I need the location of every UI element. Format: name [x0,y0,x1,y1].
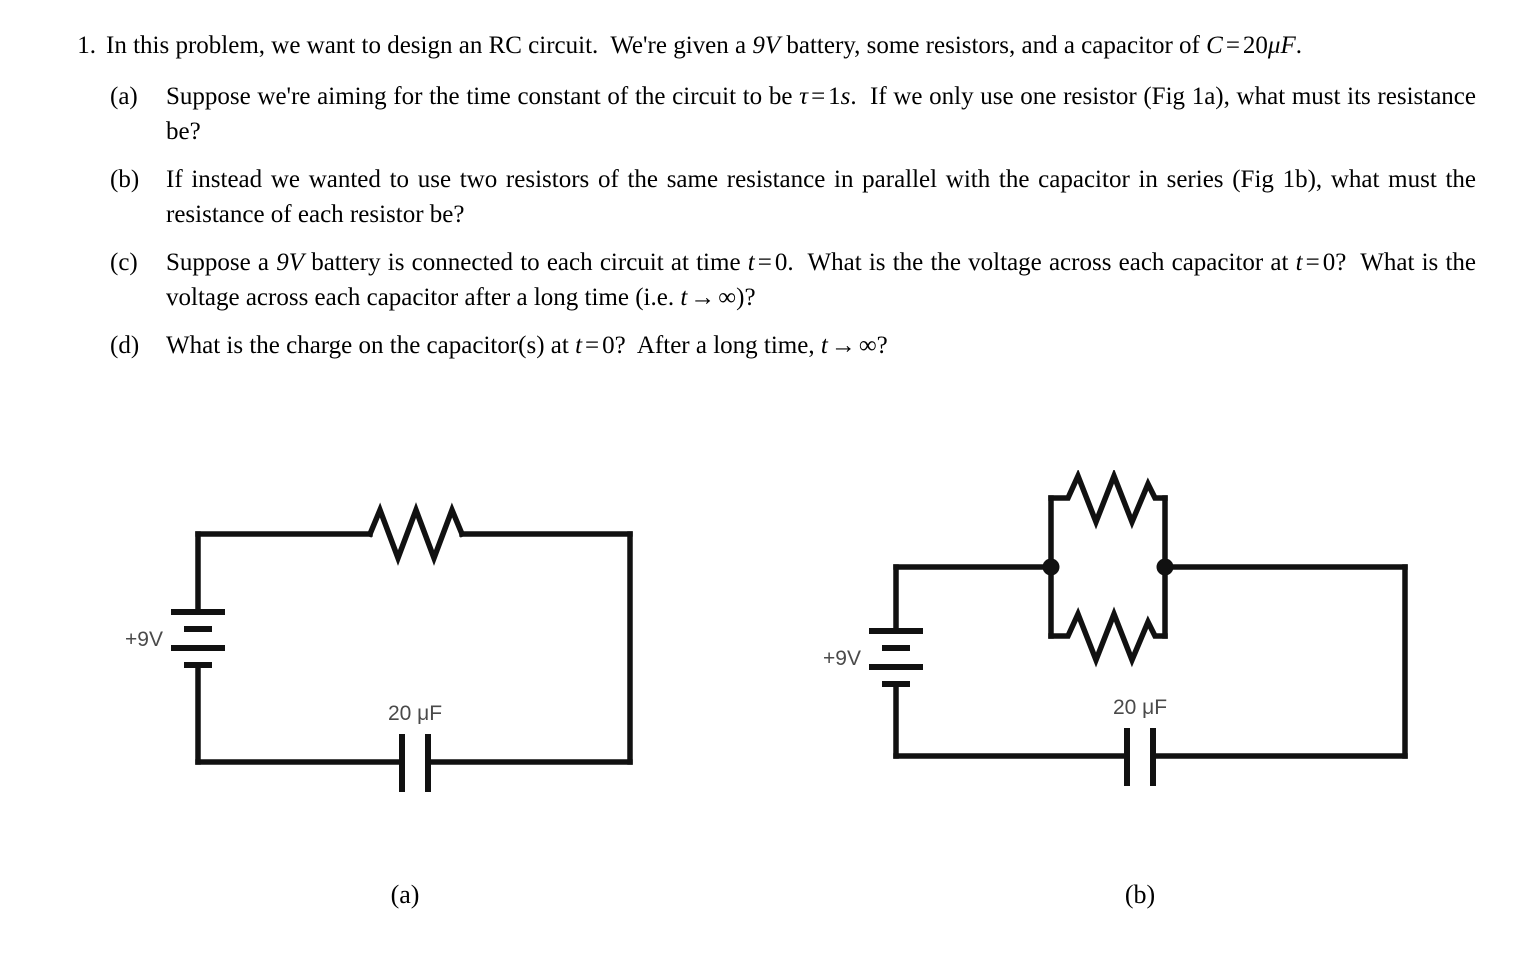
figure-a-caption: (a) [390,880,420,909]
resistor-a [366,502,466,566]
problem-subitems: (a) Suppose we're aiming for the time co… [0,79,1530,363]
battery-label-b: +9V [823,647,861,670]
junction-node-right-b [1156,558,1174,576]
figure-b-caption: (b) [1124,880,1156,909]
circuit-figure-b: 20 μF +9V (b) [800,470,1480,909]
battery-label-a: +9V [125,628,163,651]
figures-row: 20 μF +9V (a) [0,470,1530,964]
resistor-bottom-b [1048,606,1168,668]
math-9v-inline: 9V [752,32,781,59]
capacitor-label-b: 20 μF [1113,696,1167,719]
subitem-c: (c) Suppose a 9V battery is connected to… [110,245,1478,315]
resistor-top-b [1048,470,1168,530]
subitem-c-text: Suppose a 9V battery is connected to eac… [166,249,1477,311]
problem-text-block: 1. In this problem, we want to design an… [0,0,1530,376]
junction-node-left-b [1042,558,1060,576]
circuit-diagram-b-svg: 20 μF +9V [823,470,1408,786]
subitem-c-label: (c) [110,249,138,276]
subitem-a: (a) Suppose we're aiming for the time co… [110,79,1478,149]
circuit-diagram-a-svg: 20 μF +9V [125,502,633,792]
subitem-b-text: If instead we wanted to use two resistor… [166,166,1476,228]
circuit-figure-a: 20 μF +9V (a) [95,470,715,909]
capacitor-label-a: 20 μF [388,702,442,725]
subitem-a-label: (a) [110,83,138,110]
subitem-b: (b) If instead we wanted to use two resi… [110,162,1478,232]
problem-number: 1. [77,32,96,59]
problem-statement: 1. In this problem, we want to design an… [0,28,1530,63]
problem-statement-text: In this problem, we want to design an RC… [106,32,1302,59]
subitem-d: (d) What is the charge on the capacitor(… [110,328,1478,363]
math-capacitance-inline: C [1206,32,1223,59]
subitem-d-label: (d) [110,332,140,359]
subitem-d-text: What is the charge on the capacitor(s) a… [166,332,888,359]
subitem-b-label: (b) [110,166,140,193]
subitem-a-text: Suppose we're aiming for the time consta… [166,83,1476,145]
math-capacitance-value: 20 [1242,32,1268,59]
